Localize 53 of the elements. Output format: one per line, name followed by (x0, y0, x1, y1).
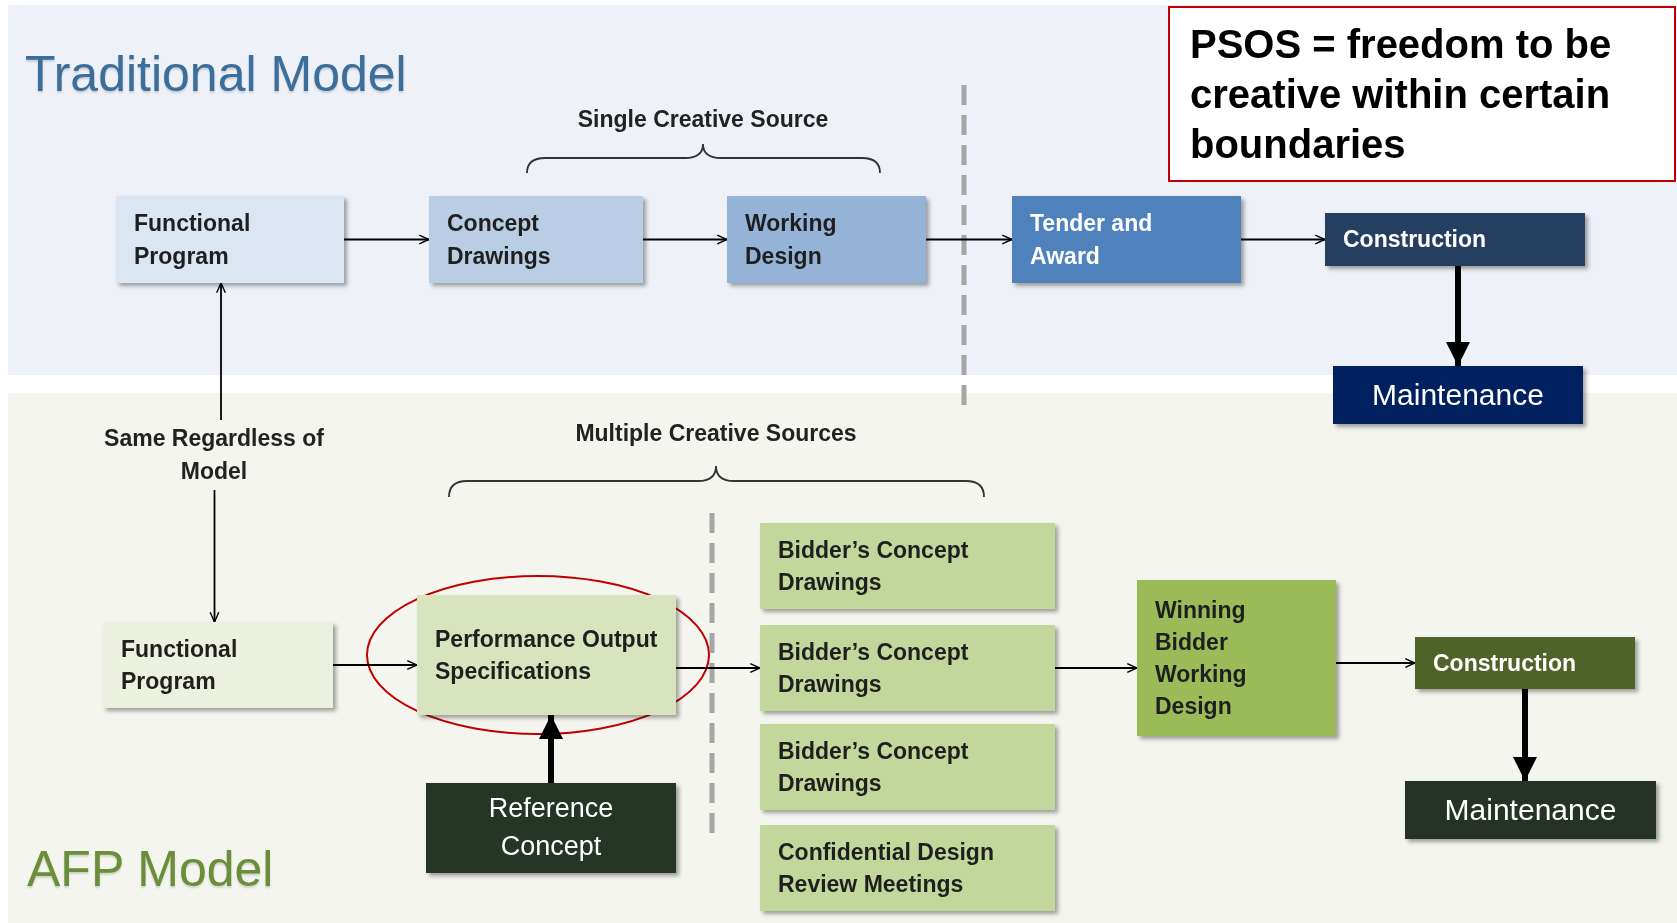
process-box (1137, 580, 1336, 736)
model-band (8, 5, 1677, 375)
process-box (1012, 196, 1241, 283)
model-title: Traditional Model (25, 45, 407, 103)
process-box (760, 625, 1055, 711)
arrow (1513, 689, 1537, 781)
box-text: Tender and Award (1030, 209, 1154, 271)
arrow (675, 663, 761, 673)
process-box (103, 622, 333, 708)
arrow (925, 234, 1013, 245)
brace-label: Multiple Creative Sources (575, 420, 857, 447)
process-box (760, 724, 1055, 810)
process-box (426, 783, 676, 873)
process-box (1415, 637, 1635, 689)
arrow (332, 660, 418, 670)
box-text: Bidder’s Concept Drawings (778, 535, 970, 597)
box-text: Functional Program (121, 634, 239, 696)
arrow (1446, 266, 1470, 366)
process-box (417, 595, 676, 715)
box-text: Functional Program (134, 209, 252, 271)
process-box (429, 196, 643, 283)
arrow (343, 234, 430, 245)
note-text: Same Regardless of Model (102, 420, 326, 490)
model-title: AFP Model (27, 840, 274, 898)
callout-box (1168, 6, 1676, 182)
arrow (642, 234, 728, 245)
arrow (539, 715, 563, 783)
process-box (760, 825, 1055, 911)
arrow (216, 282, 226, 421)
process-box (1325, 213, 1585, 266)
box-text: Construction (1433, 648, 1577, 678)
box-text: Working Design (745, 209, 838, 271)
arrow (209, 489, 220, 623)
process-box (1333, 366, 1583, 424)
arrow (1240, 234, 1326, 245)
arrow (1335, 658, 1416, 668)
process-box (1405, 781, 1656, 839)
box-text: Maintenance (1444, 792, 1617, 828)
process-box (760, 523, 1055, 609)
box-text: PSOS = freedom to be creative within certain boundaries (1190, 21, 1613, 168)
box-text: Maintenance (1372, 377, 1544, 413)
process-box (727, 196, 926, 283)
box-text: Confidential Design Review Meetings (778, 837, 995, 899)
brace-label: Single Creative Source (577, 106, 829, 133)
box-text: Concept Drawings (447, 209, 552, 271)
box-text: Performance Output Specifications (435, 624, 658, 686)
box-text: Reference Concept (487, 792, 615, 863)
box-text: Winning Bidder Working Design (1155, 595, 1248, 722)
box-text: Bidder’s Concept Drawings (778, 637, 970, 699)
arrow (1054, 663, 1138, 673)
box-text: Construction (1343, 225, 1487, 255)
process-box (116, 196, 344, 283)
box-text: Bidder’s Concept Drawings (778, 736, 970, 798)
